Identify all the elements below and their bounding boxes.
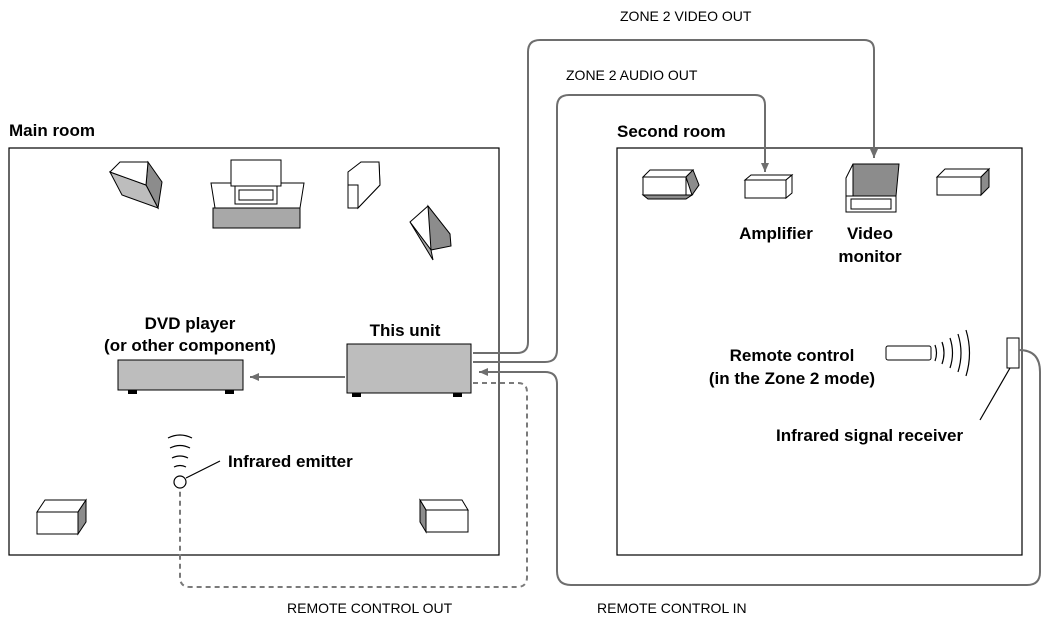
dvd-player-label-line1: DVD player (145, 314, 236, 333)
speaker-surround-left (36, 498, 87, 536)
speaker-front-right (347, 161, 381, 210)
remote-control-label-line2: (in the Zone 2 mode) (709, 369, 875, 388)
infrared-emitter: Infrared emitter (167, 434, 353, 489)
tv-monitor (210, 159, 305, 229)
remote-control-label-line1: Remote control (730, 346, 855, 365)
speaker-zone2-right (935, 167, 991, 197)
amplifier: Amplifier (739, 173, 813, 243)
infrared-signal-receiver-label: Infrared signal receiver (776, 426, 963, 445)
second-room-label: Second room (617, 122, 726, 141)
zone2-video-out-cable (473, 39, 878, 354)
video-monitor: Video monitor (838, 163, 902, 266)
remote-control-out-cable (179, 382, 528, 588)
amplifier-label: Amplifier (739, 224, 813, 243)
remote-control-out-label: REMOTE CONTROL OUT (287, 600, 453, 616)
infrared-emitter-label: Infrared emitter (228, 452, 353, 471)
video-monitor-label-line1: Video (847, 224, 893, 243)
main-room: Main room (8, 121, 500, 556)
remote-control-in-label: REMOTE CONTROL IN (597, 600, 747, 616)
this-unit: This unit (346, 321, 472, 397)
dvd-player: DVD player (or other component) (104, 314, 276, 394)
second-room: Second room (616, 122, 1023, 556)
remote-control-in-cable (479, 349, 1041, 586)
zone2-audio-out-label: ZONE 2 AUDIO OUT (566, 67, 698, 83)
speaker-surround-right (419, 498, 469, 534)
speaker-front-left (108, 160, 163, 210)
speaker-zone2-left (641, 169, 700, 200)
main-room-label: Main room (9, 121, 95, 140)
this-unit-label: This unit (370, 321, 441, 340)
remote-control: Remote control (in the Zone 2 mode) (709, 329, 971, 388)
speaker-center (409, 204, 452, 261)
zone2-audio-out-cable (473, 94, 769, 363)
zone2-video-out-label: ZONE 2 VIDEO OUT (620, 8, 752, 24)
video-monitor-label-line2: monitor (838, 247, 902, 266)
dvd-player-label-line2: (or other component) (104, 336, 276, 355)
infrared-signal-receiver: Infrared signal receiver (776, 337, 1020, 445)
